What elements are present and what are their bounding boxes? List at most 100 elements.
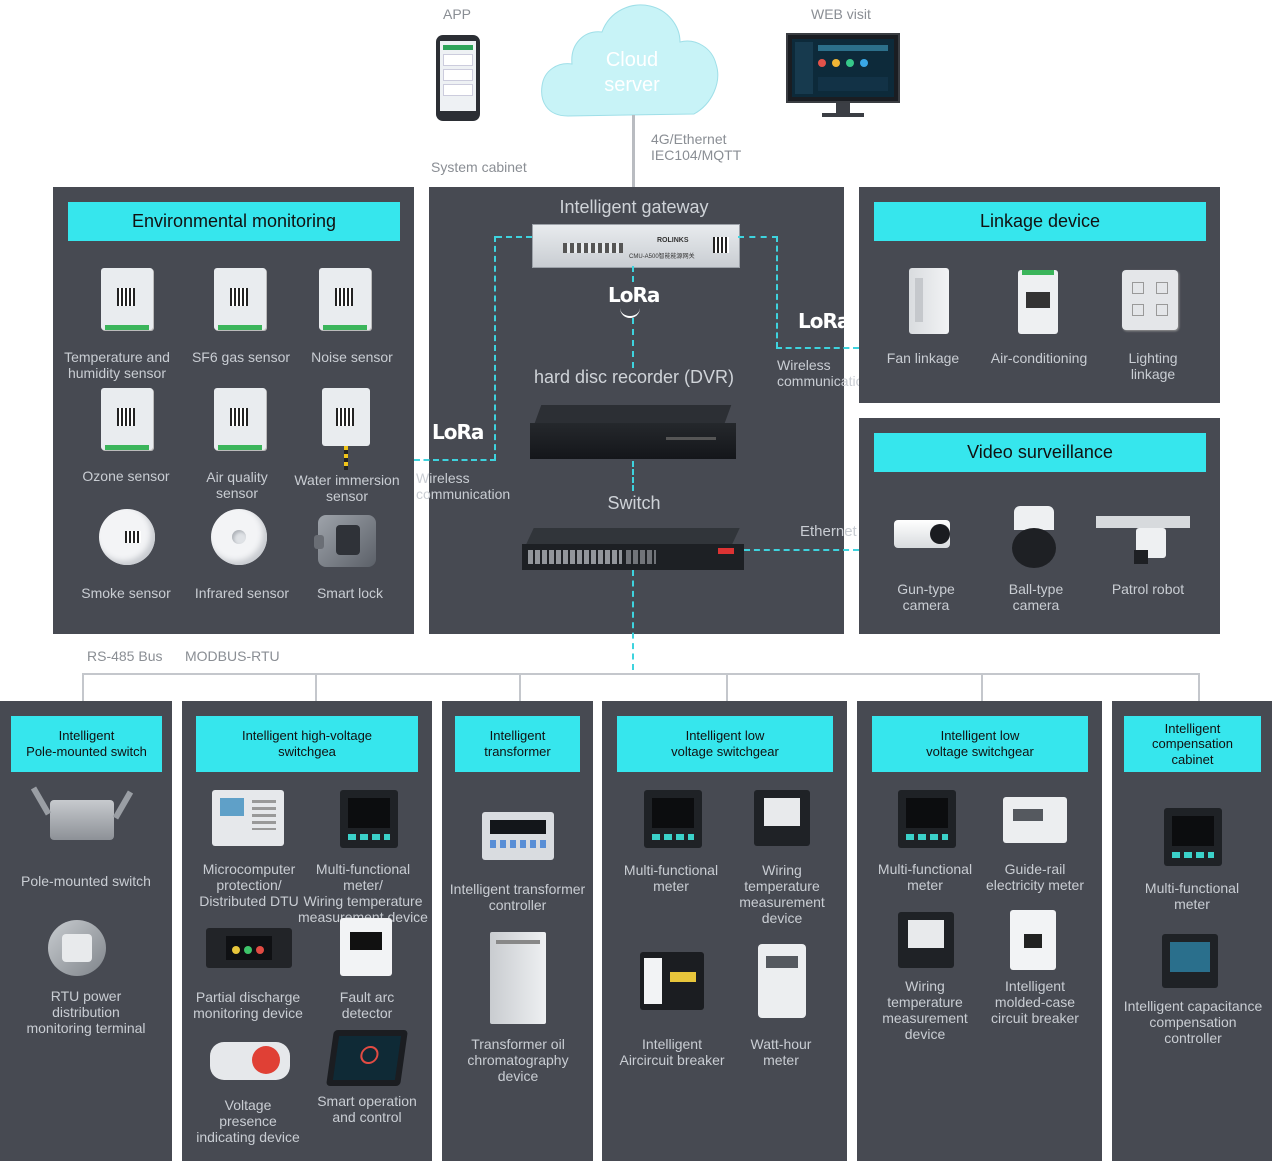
partial-discharge-icon xyxy=(206,928,292,968)
env-item-label: Air quality sensor xyxy=(206,469,268,501)
wireless-left-label: Wireless communication xyxy=(416,470,511,502)
ethernet-label: Ethernet xyxy=(800,523,857,540)
hv-item-label: Microcomputer protection/ Distributed DT… xyxy=(199,861,299,909)
lv1-item-label: Watt-hour meter xyxy=(750,1036,812,1068)
dvr-label: hard disc recorder (DVR) xyxy=(533,367,735,387)
rtu-terminal-icon xyxy=(48,920,106,976)
compensation-header: Intelligent compensation cabinet xyxy=(1124,716,1261,772)
transformer-item-label: Transformer oil chromatography device xyxy=(467,1036,569,1084)
app-label: APP xyxy=(443,6,472,22)
transformer-header: Intelligent transformer xyxy=(455,716,580,772)
monitor-icon xyxy=(786,33,900,119)
gateway-model: CMU-A500智能能源网关 xyxy=(629,254,695,260)
environmental-header: Environmental monitoring xyxy=(68,202,400,241)
lv2-item-label: Multi-functional meter xyxy=(877,861,973,893)
cloud-icon xyxy=(541,4,719,117)
env-item-label: Temperature and humidity sensor xyxy=(64,349,170,381)
compensation-panel xyxy=(1112,701,1272,1161)
video-item-label: Gun-type camera xyxy=(897,581,955,613)
multifunction-meter-icon xyxy=(340,790,398,848)
wiring-temperature-icon xyxy=(754,790,810,846)
video-item-label: Patrol robot xyxy=(1111,581,1185,597)
sensor-box-icon xyxy=(214,388,266,450)
lora-icon: LoRa xyxy=(432,420,484,444)
hv-item-label: Partial discharge monitoring device xyxy=(193,989,303,1021)
rs485-label: RS-485 Bus xyxy=(87,648,163,664)
phone-icon xyxy=(436,35,480,121)
env-item-label: Smoke sensor xyxy=(81,585,171,601)
lighting-switch-icon xyxy=(1122,270,1178,330)
hv-item-label: Fault arc detector xyxy=(339,989,395,1021)
lv1-item-label: Intelligent Aircircuit breaker xyxy=(619,1036,725,1068)
lv-switchgear-header-2: Intelligent low voltage switchgear xyxy=(872,716,1088,772)
linkage-header: Linkage device xyxy=(874,202,1206,241)
capacitance-controller-icon xyxy=(1162,934,1218,988)
linkage-item-label: Fan linkage xyxy=(886,350,960,366)
lv-switchgear-panel-2 xyxy=(857,701,1102,1161)
guide-rail-meter-icon xyxy=(1003,797,1067,843)
env-item-label: SF6 gas sensor xyxy=(191,349,291,365)
smart-operation-icon xyxy=(326,1030,408,1086)
sensor-box-icon xyxy=(319,268,371,330)
fan-linkage-icon xyxy=(909,268,949,334)
smart-lock-icon xyxy=(314,515,376,567)
microcomputer-protection-icon xyxy=(212,790,284,846)
wiring-temperature-icon xyxy=(898,912,954,968)
water-sensor-icon xyxy=(322,388,370,472)
pole-switch-icon xyxy=(30,786,134,856)
lv1-item-label: Multi-functional meter xyxy=(623,862,719,894)
air-conditioning-icon xyxy=(1018,270,1058,334)
protocol-label: 4G/Ethernet IEC104/MQTT xyxy=(651,131,742,163)
dvr-icon xyxy=(530,405,736,461)
multifunction-meter-icon xyxy=(898,790,956,848)
env-item-label: Water immersion sensor xyxy=(294,472,400,504)
patrol-robot-icon xyxy=(1096,510,1190,568)
transformer-item-label: Intelligent transformer controller xyxy=(449,881,586,913)
lv-switchgear-header-1: Intelligent low voltage switchgear xyxy=(617,716,833,772)
hv-item-label: Smart operation and control xyxy=(317,1093,417,1125)
sensor-box-icon xyxy=(214,268,266,330)
watt-hour-meter-icon xyxy=(758,944,806,1018)
lora-icon: LoRa xyxy=(608,283,660,307)
modbus-label: MODBUS-RTU xyxy=(185,648,280,664)
gun-camera-icon xyxy=(894,514,958,554)
voltage-indicator-icon xyxy=(210,1042,290,1080)
lora-icon: LoRa xyxy=(798,309,850,333)
network-switch-icon xyxy=(522,528,744,570)
video-header: Video surveillance xyxy=(874,433,1206,472)
linkage-item-label: Lighting linkage xyxy=(1128,350,1178,382)
lv-switchgear-panel-1 xyxy=(602,701,847,1161)
env-item-label: Smart lock xyxy=(316,585,384,601)
wireless-right-label: Wireless communication xyxy=(777,357,872,389)
infrared-sensor-icon xyxy=(211,509,267,565)
lv1-item-label: Wiring temperature measurement device xyxy=(739,862,825,926)
molded-case-breaker-icon xyxy=(1010,910,1056,970)
sensor-box-icon xyxy=(101,268,153,330)
oil-chromatography-icon xyxy=(490,932,546,1024)
env-item-label: Noise sensor xyxy=(311,349,393,365)
multifunction-meter-icon xyxy=(644,790,702,848)
switch-label: Switch xyxy=(607,493,661,513)
pole-switch-header: Intelligent Pole-mounted switch xyxy=(11,716,162,772)
gateway-icon: ROLINKS CMU-A500智能能源网关 xyxy=(532,224,740,268)
hv-switchgear-header: Intelligent high-voltage switchgea xyxy=(196,716,418,772)
fault-arc-detector-icon xyxy=(340,918,392,976)
system-cabinet-label: System cabinet xyxy=(431,159,527,175)
lv2-item-label: Intelligent molded-case circuit breaker xyxy=(991,978,1079,1026)
hv-item-label: Voltage presence indicating device xyxy=(196,1097,300,1145)
comp-item-label: Intelligent capacitance compensation con… xyxy=(1123,998,1263,1046)
video-item-label: Ball-type camera xyxy=(1008,581,1064,613)
web-label: WEB visit xyxy=(811,6,871,22)
lora-signal-icon xyxy=(620,308,640,318)
transformer-controller-icon xyxy=(482,812,554,860)
sensor-box-icon xyxy=(101,388,153,450)
lv2-item-label: Wiring temperature measurement device xyxy=(882,978,968,1042)
pole-item-label: Pole-mounted switch xyxy=(21,873,151,889)
env-item-label: Infrared sensor xyxy=(194,585,290,601)
comp-item-label: Multi-functional meter xyxy=(1144,880,1240,912)
gateway-brand: ROLINKS xyxy=(657,237,689,244)
linkage-item-label: Air-conditioning xyxy=(990,350,1088,366)
env-item-label: Ozone sensor xyxy=(82,468,170,484)
smoke-sensor-icon xyxy=(99,509,155,565)
hv-item-label: Multi-functional meter/ Wiring temperatu… xyxy=(298,861,428,925)
